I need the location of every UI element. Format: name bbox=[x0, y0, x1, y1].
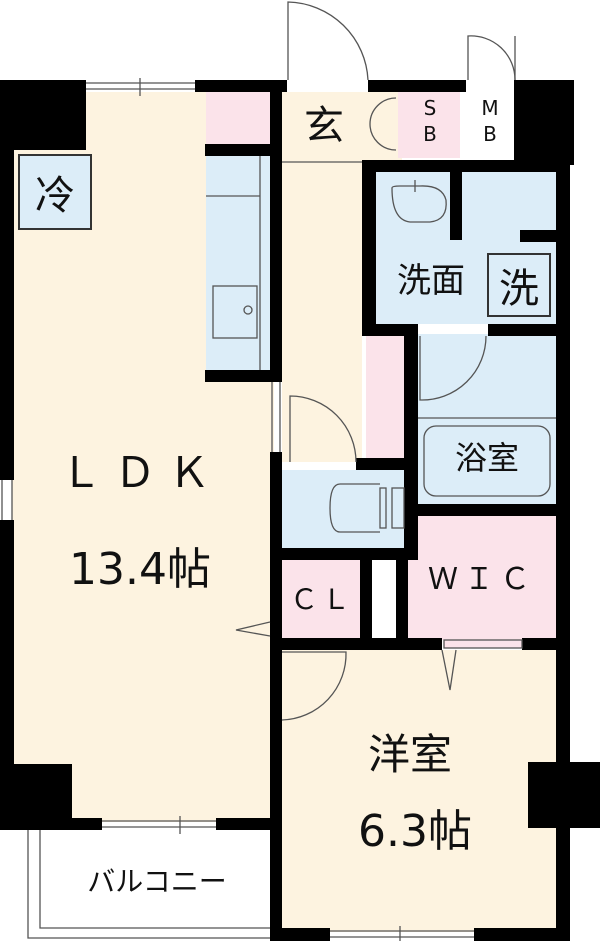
wall bbox=[270, 548, 416, 560]
washroom-label: 洗面 bbox=[397, 261, 465, 301]
entrance-floor bbox=[282, 92, 402, 162]
closet-label: ＣＬ bbox=[289, 583, 354, 616]
ldk-size: 13.4帖 bbox=[69, 544, 211, 595]
bathroom-label: 浴室 bbox=[454, 439, 519, 477]
wall bbox=[450, 160, 462, 240]
refrigerator-icon: 冷 bbox=[18, 154, 92, 230]
wall bbox=[270, 928, 330, 941]
wic-floor bbox=[408, 516, 556, 640]
wall bbox=[474, 928, 570, 941]
shoe-box-area bbox=[398, 92, 460, 158]
western-room-size: 6.3帖 bbox=[358, 806, 472, 857]
wall bbox=[72, 818, 102, 830]
wall bbox=[514, 80, 574, 165]
ldk-name: ＬＤＫ bbox=[60, 448, 223, 497]
wall bbox=[270, 638, 442, 650]
wall bbox=[556, 828, 570, 941]
wall bbox=[270, 452, 282, 932]
closet-floor bbox=[282, 560, 360, 638]
wall bbox=[0, 80, 14, 480]
wall bbox=[0, 80, 86, 150]
wall bbox=[396, 556, 408, 646]
western-room-name: 洋室 bbox=[367, 730, 452, 779]
shoe-box-label-s: S bbox=[423, 96, 437, 120]
bathroom-floor bbox=[418, 334, 556, 504]
meter-box-label-m: M bbox=[481, 96, 499, 120]
wall bbox=[368, 80, 466, 92]
shoe-box-label-b: B bbox=[423, 122, 437, 146]
meter-box-area bbox=[462, 92, 520, 158]
wall bbox=[404, 330, 418, 560]
wic-label: ＷＩＣ bbox=[428, 562, 536, 597]
refrigerator-label: 冷 bbox=[35, 173, 75, 219]
wall bbox=[216, 818, 282, 830]
wall bbox=[362, 160, 562, 172]
wall bbox=[556, 160, 570, 772]
entrance-label: 玄 bbox=[304, 103, 344, 149]
western-room-floor bbox=[282, 650, 556, 932]
washing-machine-icon: 洗 bbox=[487, 253, 551, 317]
wall bbox=[0, 520, 14, 820]
wall bbox=[522, 638, 560, 650]
washing-machine-label: 洗 bbox=[499, 266, 539, 312]
wall bbox=[520, 230, 560, 242]
meter-box-label-b: B bbox=[483, 122, 497, 146]
toilet-floor bbox=[282, 470, 406, 548]
wall bbox=[205, 370, 282, 382]
wall bbox=[195, 80, 287, 92]
wall bbox=[0, 764, 72, 830]
wall bbox=[488, 324, 560, 336]
kitchen-counter bbox=[206, 154, 270, 370]
wall bbox=[205, 144, 275, 156]
hall-storage bbox=[366, 336, 406, 460]
pantry-storage bbox=[206, 92, 270, 144]
wall bbox=[360, 556, 372, 646]
wall bbox=[528, 762, 600, 828]
wall bbox=[362, 162, 376, 334]
closet-divider bbox=[372, 560, 396, 638]
wall bbox=[356, 458, 416, 470]
balcony-label: バルコニー bbox=[87, 865, 227, 898]
hallway-floor bbox=[282, 162, 362, 462]
wall bbox=[404, 504, 560, 516]
